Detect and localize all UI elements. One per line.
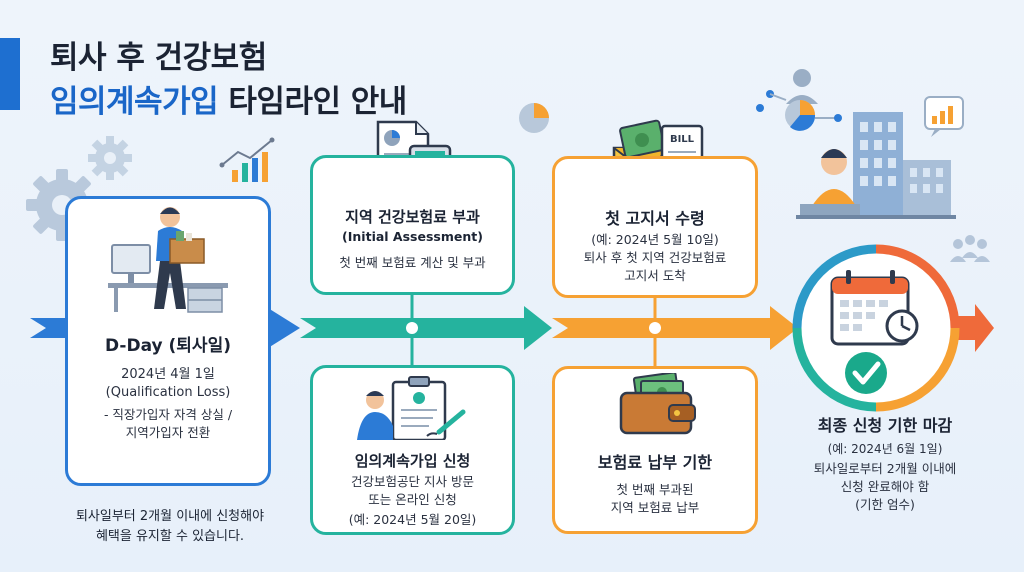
apply-date: (예: 2024년 5월 20일)	[348, 512, 477, 527]
deadline-date: (예: 2024년 6월 1일)	[827, 442, 943, 456]
apply-deadline-note: 퇴사일부터 2개월 이내에 신청해야 혜택을 유지할 수 있습니다.	[40, 507, 300, 547]
dday-desc1: - 직장가입자 자격 상실 /	[103, 407, 233, 422]
people-icon	[950, 235, 990, 262]
bill-card: 첫 고지서 수령 (예: 2024년 5월 10일) 퇴사 후 첫 지역 건강보…	[552, 156, 758, 298]
page-title-line1: 퇴사 후 건강보험	[50, 40, 267, 76]
calendar-clock-icon	[830, 270, 919, 346]
person-box-icon	[108, 207, 228, 313]
office-building-icon	[796, 112, 956, 219]
apply-heading: 임의계속가입 신청	[354, 452, 471, 470]
deadline-heading: 최종 신청 기한 마감	[817, 416, 953, 435]
chart-icon	[924, 96, 964, 137]
deadline-desc3: (기한 엄수)	[855, 497, 915, 512]
dday-date: 2024년 4월 1일	[121, 367, 215, 382]
page-title-rest: 타임라인 안내	[218, 84, 407, 120]
wallet-icon	[619, 371, 696, 435]
pie-chart-icon	[519, 103, 549, 133]
assessment-card: 지역 건강보험료 부과 (Initial Assessment) 첫 번째 보험…	[310, 155, 515, 295]
deadline-block: 최종 신청 기한 마감 (예: 2024년 6월 1일) 퇴사일로부터 2개월 …	[780, 412, 990, 514]
payment-desc1: 첫 번째 부과된	[616, 482, 694, 497]
dday-sub: (Qualification Loss)	[105, 385, 231, 400]
assessment-desc: 첫 번째 보험료 계산 및 부과	[339, 255, 486, 270]
apply-card: 임의계속가입 신청 건강보험공단 지사 방문 또는 온라인 신청 (예: 202…	[310, 365, 515, 535]
chart-icon	[219, 137, 275, 182]
bill-icon-label: BILL	[670, 134, 695, 145]
payment-desc2: 지역 보험료 납부	[610, 500, 700, 515]
dday-card: D-Day (퇴사일) 2024년 4월 1일 (Qualification L…	[65, 196, 271, 486]
gear-icon	[88, 136, 132, 180]
payment-card: 보험료 납부 기한 첫 번째 부과된 지역 보험료 납부	[552, 366, 758, 534]
note-line2: 혜택을 유지할 수 있습니다.	[95, 529, 245, 544]
apply-desc1: 건강보험공단 지사 방문	[351, 474, 474, 489]
bill-desc1: 퇴사 후 첫 지역 건강보험료	[583, 250, 727, 265]
assessment-heading: 지역 건강보험료 부과	[345, 208, 480, 226]
page-title-highlight: 임의계속가입	[50, 84, 219, 120]
apply-desc2: 또는 온라인 신청	[368, 492, 457, 507]
assessment-sub: (Initial Assessment)	[342, 229, 483, 244]
check-icon	[845, 352, 887, 394]
deadline-desc1: 퇴사일로부터 2개월 이내에	[813, 461, 957, 476]
dday-heading: D-Day (퇴사일)	[104, 336, 231, 356]
deadline-desc2: 신청 완료해야 함	[840, 479, 930, 494]
bill-desc2: 고지서 도착	[624, 268, 686, 283]
contract-sign-icon	[356, 376, 465, 442]
payment-heading: 보험료 납부 기한	[597, 453, 713, 472]
note-line1: 퇴사일부터 2개월 이내에 신청해야	[75, 509, 265, 524]
bill-heading: 첫 고지서 수령	[605, 209, 705, 228]
title-accent-bar	[0, 38, 20, 110]
people-icon	[756, 69, 842, 131]
page-title-line2: 임의계속가입 타임라인 안내	[50, 76, 407, 121]
connectors	[406, 295, 661, 366]
dday-desc2: 지역가입자 전환	[125, 425, 211, 440]
bill-date: (예: 2024년 5월 10일)	[591, 232, 719, 247]
